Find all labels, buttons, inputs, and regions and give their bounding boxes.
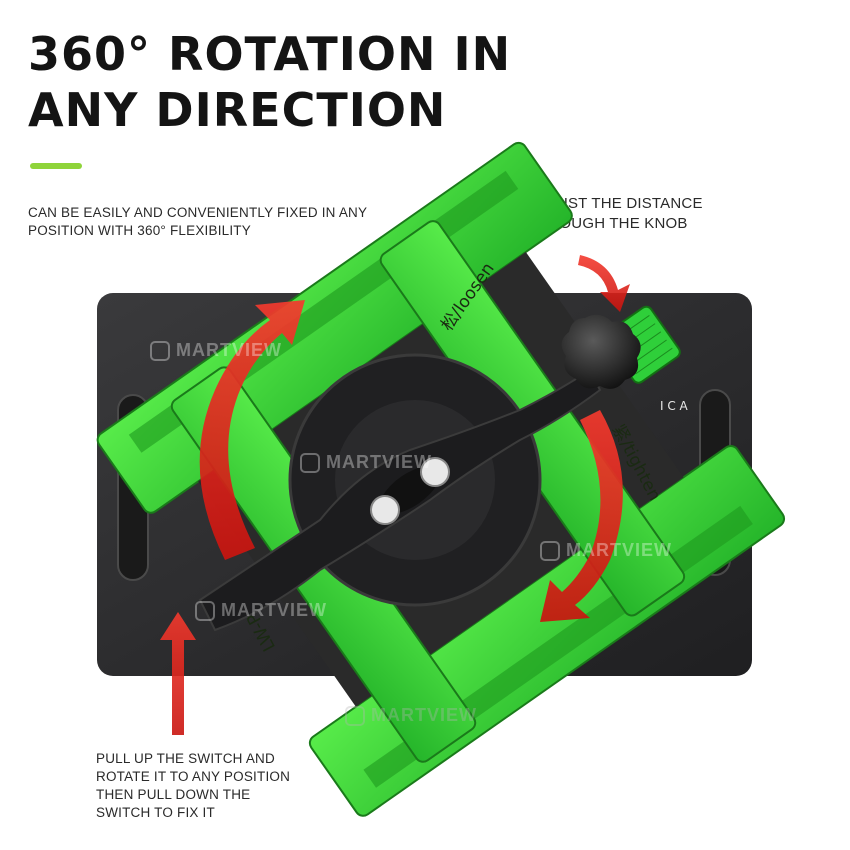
watermark: MARTVIEW (540, 540, 672, 562)
headline-line-1: 360° ROTATION IN (28, 27, 512, 81)
rotation-arrow-right-icon (540, 410, 623, 622)
caption-pull-switch: PULL UP THE SWITCH AND ROTATE IT TO ANY … (96, 750, 356, 822)
caption-knob-line-1: ADJUST THE DISTANCE (528, 195, 703, 212)
caption-fixed-line-1: CAN BE EASILY AND CONVENIENTLY FIXED IN … (28, 205, 368, 220)
headline: 360° ROTATION IN ANY DIRECTION (28, 26, 511, 138)
watermark: MARTVIEW (300, 452, 432, 474)
caption-fixed-line-2: POSITION WITH 360° FLEXIBILITY (28, 223, 251, 238)
accent-bar (30, 163, 82, 169)
headline-line-2: ANY DIRECTION (28, 83, 447, 137)
pull-up-arrow-icon (160, 612, 196, 735)
rotation-arrow-left-icon (199, 300, 305, 560)
caption-switch-line-4: SWITCH TO FIX IT (96, 805, 215, 820)
adjust-arrow-icon (578, 255, 630, 312)
black-knob-icon (561, 314, 641, 389)
caption-fixed-position: CAN BE EASILY AND CONVENIENTLY FIXED IN … (28, 204, 388, 240)
caption-switch-line-3: THEN PULL DOWN THE (96, 787, 251, 802)
watermark: MARTVIEW (345, 705, 477, 727)
caption-switch-line-1: PULL UP THE SWITCH AND (96, 751, 275, 766)
watermark: MARTVIEW (195, 600, 327, 622)
caption-switch-line-2: ROTATE IT TO ANY POSITION (96, 769, 291, 784)
brand-partial-label: I C A (660, 399, 689, 413)
watermark: MARTVIEW (150, 340, 282, 362)
